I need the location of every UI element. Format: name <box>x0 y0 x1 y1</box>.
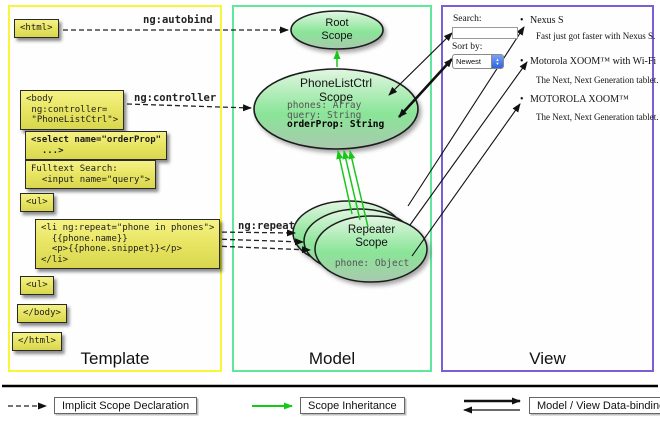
sort-select[interactable]: Newest ▲▼ <box>452 54 504 69</box>
legend-scope-inheritance: Scope Inheritance <box>300 397 405 414</box>
prop-orderprop: orderProp: String <box>287 119 385 130</box>
repeater-scope-title: Repeater Scope <box>347 224 396 250</box>
template-column-label: Template <box>80 349 150 368</box>
code-box-html-open: <html> <box>14 19 59 38</box>
model-column-label: Model <box>308 349 356 368</box>
sort-label: Sort by: <box>452 42 483 52</box>
label-ng-repeat: ng:repeat <box>238 220 295 232</box>
phone-snippet: The Next, Next Generation tablet. <box>536 75 659 85</box>
search-input[interactable] <box>452 27 518 39</box>
phone-name: MOTOROLA XOOM™ <box>530 94 629 105</box>
phone-snippet: The Next, Next Generation tablet. <box>536 112 659 122</box>
code-box-ul-open: <ul> <box>20 193 54 212</box>
label-ng-autobind: ng:autobind <box>143 14 213 26</box>
repeater-scope-prop: phone: Object <box>334 258 410 269</box>
code-box-fulltext: Fulltext Search: <input name="query"> <box>25 160 157 189</box>
code-box-body-open: <body ng:controller= "PhoneListCtrl"> <box>20 90 125 130</box>
bullet-icon: • <box>520 56 524 67</box>
legend-data-binding: Model / View Data-binding <box>529 397 660 414</box>
prop-phones: phones: Array <box>287 100 362 111</box>
root-scope-title: Root Scope <box>321 17 353 42</box>
select-stepper-icon: ▲▼ <box>491 55 503 68</box>
sort-select-value: Newest <box>456 57 482 66</box>
search-label: Search: <box>453 14 482 24</box>
label-ng-controller: ng:controller <box>134 92 217 104</box>
phone-name: Motorola XOOM™ with Wi-Fi <box>530 56 657 67</box>
code-box-ul-close: <ul> <box>20 276 54 295</box>
phonelistctrl-scope-title: PhoneListCtrl Scope <box>299 76 373 104</box>
model-panel <box>232 5 432 372</box>
bullet-icon: • <box>520 15 524 26</box>
bullet-icon: • <box>520 94 524 105</box>
code-box-html-close: </html> <box>12 332 62 351</box>
code-box-li-repeat: <li ng:repeat="phone in phones"> {{phone… <box>35 219 221 269</box>
phonelistctrl-scope-props: phones: Array query: String orderProp: S… <box>287 101 384 130</box>
code-box-body-close: </body> <box>17 304 67 323</box>
view-column-label: View <box>529 349 566 368</box>
phone-snippet: Fast just got faster with Nexus S. <box>536 31 656 41</box>
legend-implicit-declaration: Implicit Scope Declaration <box>54 397 198 414</box>
prop-query: query: String <box>287 109 362 121</box>
phone-name: Nexus S <box>530 15 564 26</box>
code-box-select: <select name="orderProp" ...> <box>25 131 168 160</box>
